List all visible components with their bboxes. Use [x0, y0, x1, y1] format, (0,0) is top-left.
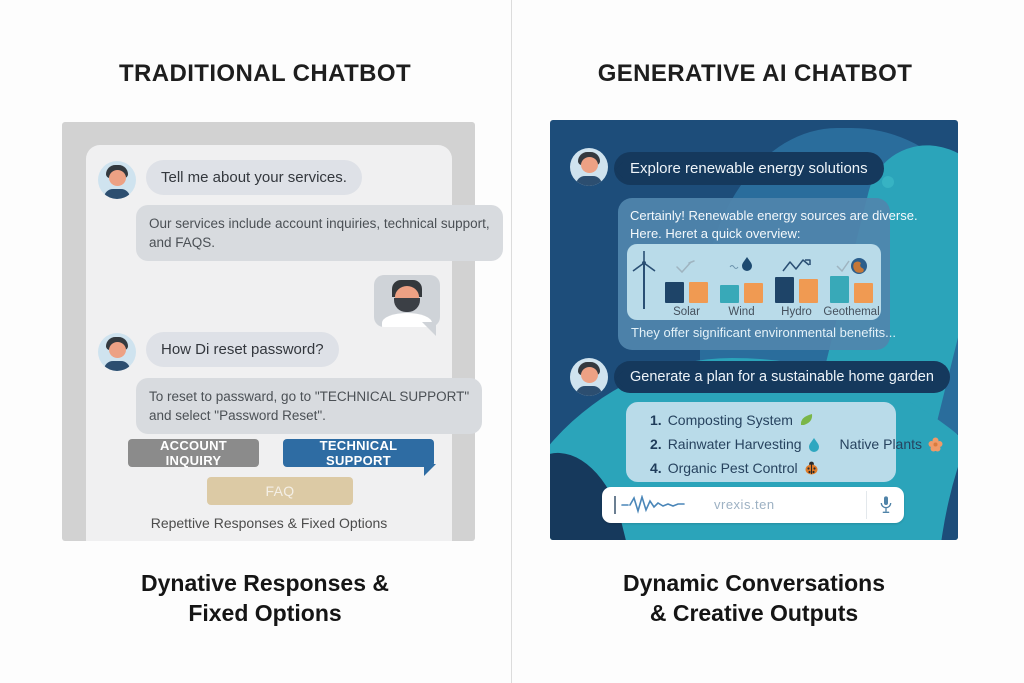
waveform-icon: [621, 495, 685, 514]
user-message-bubble: Generate a plan for a sustainable home g…: [614, 361, 950, 393]
right-summary-caption: Dynamic Conversations & Creative Outputs: [496, 568, 1012, 628]
left-column-title: TRADITIONAL CHATBOT: [118, 60, 411, 87]
wind-turbine-icon: [632, 251, 656, 309]
plan-item: 4. Organic Pest Control: [650, 458, 819, 478]
bar: [744, 283, 763, 303]
avatar-face: [581, 157, 598, 173]
caption-line: Dynative Responses &: [141, 570, 389, 596]
caption-line: Fixed Options: [188, 600, 342, 626]
decorative-dot: [882, 176, 894, 188]
leaf-icon: [800, 414, 813, 425]
trend-arrow-icon: [781, 255, 812, 275]
user-avatar: [570, 148, 608, 186]
bar-chart-groups: Solar Wind Hydro Geothemal: [659, 247, 880, 318]
bar-category-label: Geothemal: [823, 306, 880, 318]
user-avatar: [98, 161, 136, 199]
ai-reply-footer: They offer significant environmental ben…: [631, 325, 896, 340]
bot-message-line: and select "Password Reset".: [149, 408, 326, 423]
bot-message-line: To reset to passward, go to "TECHNICAL S…: [149, 389, 470, 404]
checkmark-icon: [675, 255, 699, 275]
bar: [689, 282, 708, 303]
ai-reply-line: Here. Heret a quick overview:: [630, 226, 801, 241]
faq-button[interactable]: FAQ: [207, 477, 353, 505]
caption-line: & Creative Outputs: [649, 600, 859, 626]
user-avatar: [570, 358, 608, 396]
input-divider: [866, 491, 867, 519]
chart-group-geothemal: Geothemal: [823, 247, 880, 318]
plan-item-number: 2.: [650, 436, 662, 452]
bar-category-label: Solar: [673, 306, 700, 318]
user-message-bubble: Tell me about your services.: [146, 160, 362, 195]
account-inquiry-button[interactable]: ACCOUNT INQUIRY: [128, 438, 259, 468]
mini-bar-chart-card: Solar Wind Hydro Geothemal: [627, 244, 881, 320]
chat-input-bar[interactable]: vrexis.ten: [602, 487, 904, 523]
bar: [799, 279, 818, 303]
plan-item-extra: Native Plants: [840, 436, 943, 452]
avatar-shirt: [576, 176, 602, 186]
generative-chat-window: Explore renewable energy solutions Certa…: [550, 120, 958, 540]
plan-item-number: 4.: [650, 460, 662, 476]
water-droplet-icon: [729, 255, 755, 275]
avatar-shirt: [576, 386, 602, 396]
bar-category-label: Hydro: [781, 306, 812, 318]
avatar-shirt: [104, 189, 130, 199]
bearded-user-avatar-bubble: [374, 275, 440, 336]
avatar-face: [109, 342, 126, 358]
left-summary-caption: Dynative Responses & Fixed Options: [12, 568, 518, 628]
bar: [830, 276, 849, 303]
bar-pair: [665, 275, 708, 303]
bar: [665, 282, 684, 303]
user-message-bubble: Explore renewable energy solutions: [614, 152, 884, 185]
plan-item-text: Native Plants: [839, 436, 923, 452]
globe-icon: [835, 255, 868, 275]
plan-item-text: Composting System: [667, 412, 793, 428]
droplet-icon: [808, 437, 819, 452]
bot-message-bubble: To reset to passward, go to "TECHNICAL S…: [136, 378, 483, 434]
user-message-bubble: How Di reset password?: [146, 332, 339, 367]
avatar-shirt: [104, 361, 130, 371]
avatar-shirt: [382, 313, 432, 327]
plan-item: 1. Composting System: [650, 410, 815, 430]
caption-line: Dynamic Conversations: [622, 570, 886, 596]
plan-item: 2. Rainwater Harvesting Native Plants: [650, 434, 943, 454]
text-cursor: [614, 496, 616, 514]
bearded-user-avatar: [374, 275, 440, 327]
bar-pair: [775, 275, 818, 303]
microphone-button[interactable]: [872, 491, 900, 519]
bar: [854, 283, 873, 303]
flower-icon: [928, 437, 943, 451]
avatar-face: [581, 367, 598, 383]
ai-reply-line: Certainly! Renewable energy sources are …: [630, 208, 918, 223]
bot-message-bubble: Our services include account inquiries, …: [136, 205, 503, 261]
avatar-beard: [394, 298, 420, 312]
bar: [720, 285, 739, 303]
left-panel-footnote: Repettive Responses & Fixed Options: [150, 515, 388, 531]
ai-reply-bubble: Certainly! Renewable energy sources are …: [618, 198, 918, 350]
bot-message-line: and FAQS.: [149, 235, 216, 250]
bar-pair: [830, 275, 873, 303]
plan-item-text: Rainwater Harvesting: [667, 436, 802, 452]
chart-group-solar: Solar: [659, 247, 714, 318]
ai-reply-text: Certainly! Renewable energy sources are …: [630, 207, 918, 243]
microphone-icon: [880, 496, 892, 513]
plan-item-text: Organic Pest Control: [667, 460, 798, 476]
avatar-face: [109, 170, 126, 186]
bar-pair: [720, 275, 763, 303]
center-divider: [511, 0, 512, 683]
chart-group-hydro: Hydro: [769, 247, 824, 318]
right-column-title: GENERATIVE AI CHATBOT: [597, 60, 913, 87]
input-placeholder-text: vrexis.ten: [714, 497, 775, 512]
garden-plan-card: 1. Composting System 2. Rainwater Harves…: [626, 402, 943, 482]
chart-group-wind: Wind: [714, 247, 769, 318]
user-avatar: [98, 333, 136, 371]
plan-item-number: 1.: [650, 412, 662, 428]
bar: [775, 277, 794, 303]
technical-support-button[interactable]: TECHNICAL SUPPORT: [283, 438, 436, 476]
ladybug-icon: [805, 461, 818, 475]
bar-category-label: Wind: [728, 306, 755, 318]
bot-message-line: Our services include account inquiries, …: [149, 216, 490, 231]
